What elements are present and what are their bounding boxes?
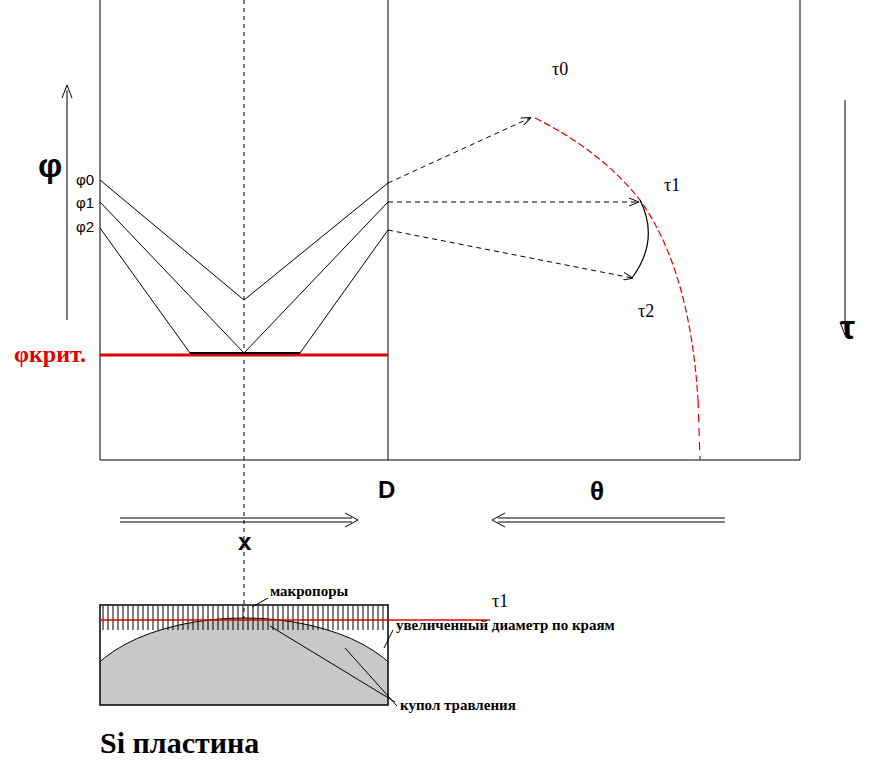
caption-label: Si пластина	[100, 728, 259, 758]
callout-label: увеличенный диаметр по краям	[396, 618, 615, 633]
axis-label: τ	[840, 310, 855, 344]
curve-label: φ2	[76, 219, 94, 234]
axis-label: D	[378, 478, 395, 502]
level-label: τ1	[492, 592, 508, 610]
axis-label: x	[238, 530, 251, 554]
callout-label: макропоры	[270, 584, 348, 599]
axis-label: φ	[38, 148, 62, 182]
callout-label: купол травления	[400, 698, 516, 713]
critical-label: φкрит.	[14, 342, 86, 366]
curve-label: τ0	[552, 60, 568, 78]
axis-label: θ	[590, 478, 604, 504]
curve-label: τ1	[664, 176, 680, 194]
curve-label: φ0	[76, 172, 94, 187]
curve-label: φ1	[76, 195, 94, 210]
curve-label: τ2	[638, 302, 654, 320]
